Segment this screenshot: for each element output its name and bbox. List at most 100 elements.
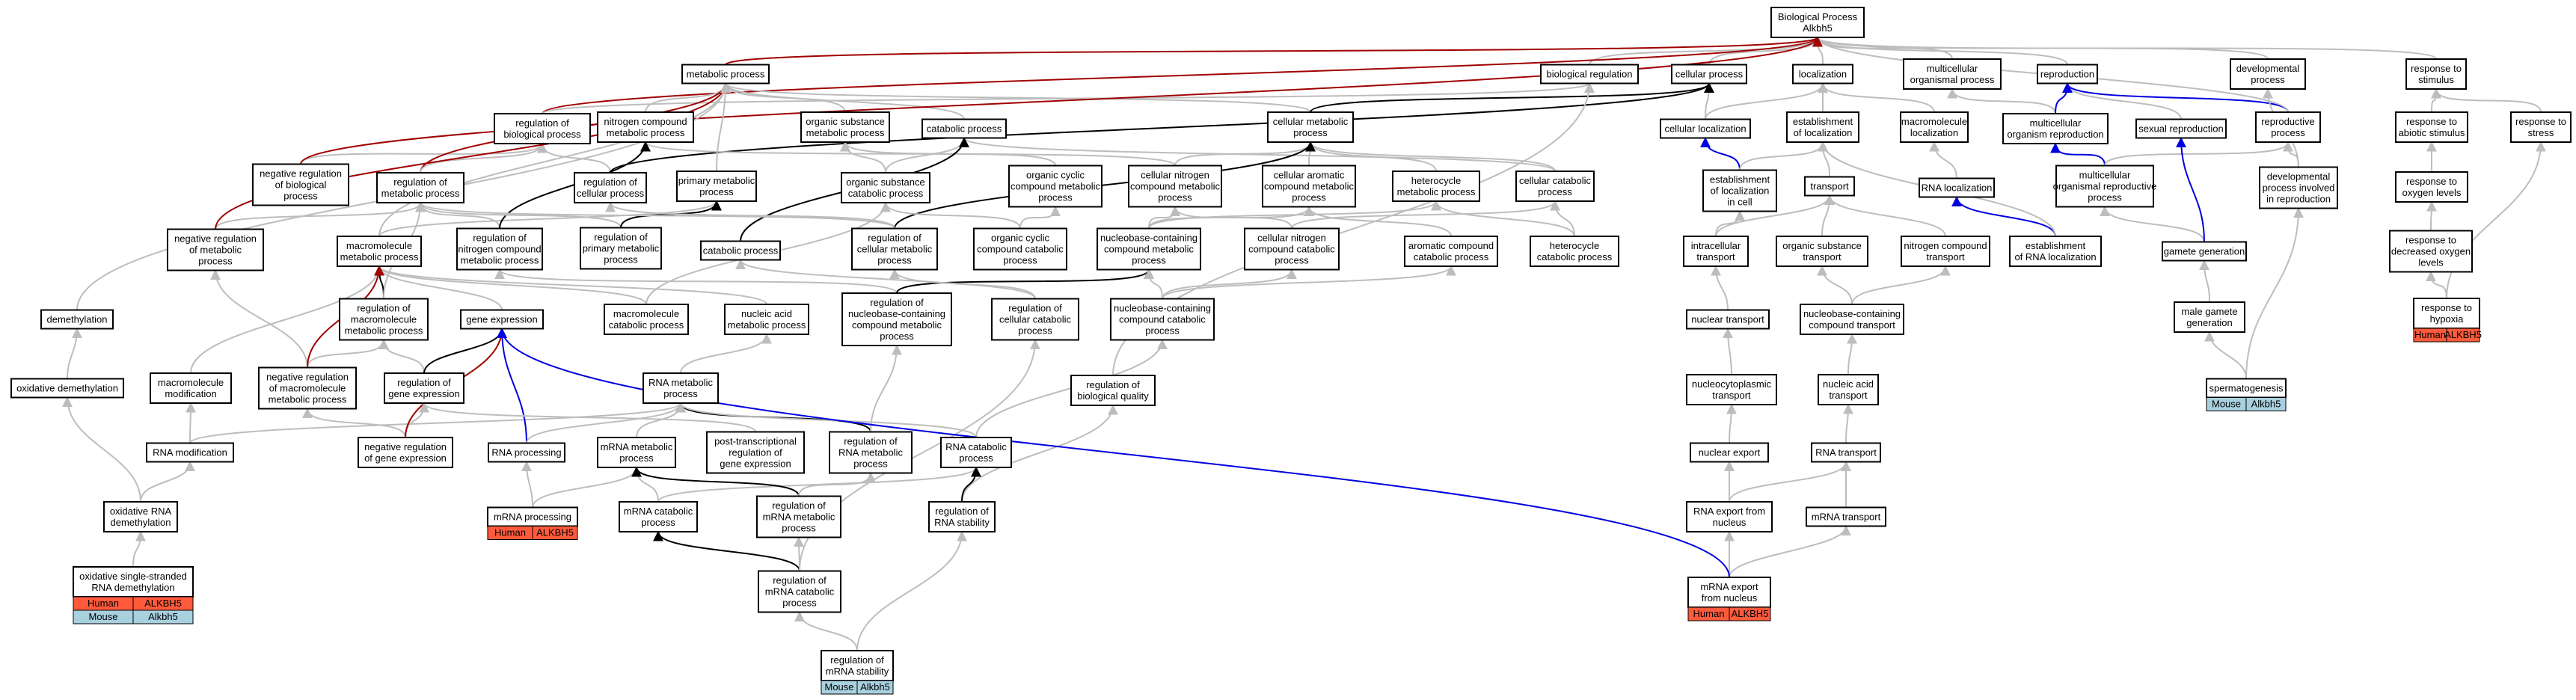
go-term-gamete[interactable]: gamete generation — [2162, 241, 2247, 262]
edge-respstress-to-respstim — [2431, 88, 2542, 113]
go-term-nuctrans[interactable]: nuclear transport — [1686, 309, 1770, 330]
go-term-metabolic[interactable]: metabolic process — [681, 64, 770, 85]
edge-regcell-to-cellular — [610, 82, 1714, 174]
go-term-transport[interactable]: transport — [1804, 176, 1855, 197]
go-term-sexrepro[interactable]: sexual reproduction — [2135, 118, 2227, 139]
go-term-rnamod[interactable]: RNA modification — [146, 442, 234, 463]
go-term-mrnatrans[interactable]: mRNA transport — [1806, 506, 1886, 527]
go-term-rnaproc[interactable]: RNA processing — [488, 442, 565, 463]
go-term-cellloc[interactable]: cellular localization — [1660, 118, 1751, 139]
go-term-catabolic[interactable]: catabolic process — [921, 118, 1007, 139]
go-term-bioreg[interactable]: biological regulation — [1540, 64, 1639, 85]
go-term-nucexport[interactable]: nuclear export — [1690, 442, 1769, 463]
go-term-reproduction[interactable]: reproduction — [2037, 64, 2098, 85]
go-term-cellcatab2[interactable]: catabolic process — [700, 240, 781, 261]
go-term-mrnaproc[interactable]: mRNA processing — [487, 506, 578, 527]
edge-negregbio-to-root — [300, 36, 1823, 165]
go-term-rnatrans[interactable]: RNA transport — [1811, 442, 1881, 463]
edge-cellnitrocat-to-cellcat — [1291, 200, 1560, 229]
go-term-demeth[interactable]: demethylation — [40, 309, 114, 330]
go-term-oxdemeth[interactable]: oxidative demethylation — [10, 378, 124, 399]
go-term-cellular[interactable]: cellular process — [1671, 64, 1747, 85]
go-term-localization[interactable]: localization — [1792, 64, 1853, 85]
go-term-geneexpr[interactable]: gene expression — [460, 309, 544, 330]
go-term-spermato[interactable]: spermatogenesis — [2206, 378, 2287, 399]
go-term-rnaloc[interactable]: RNA localization — [1919, 177, 1995, 198]
